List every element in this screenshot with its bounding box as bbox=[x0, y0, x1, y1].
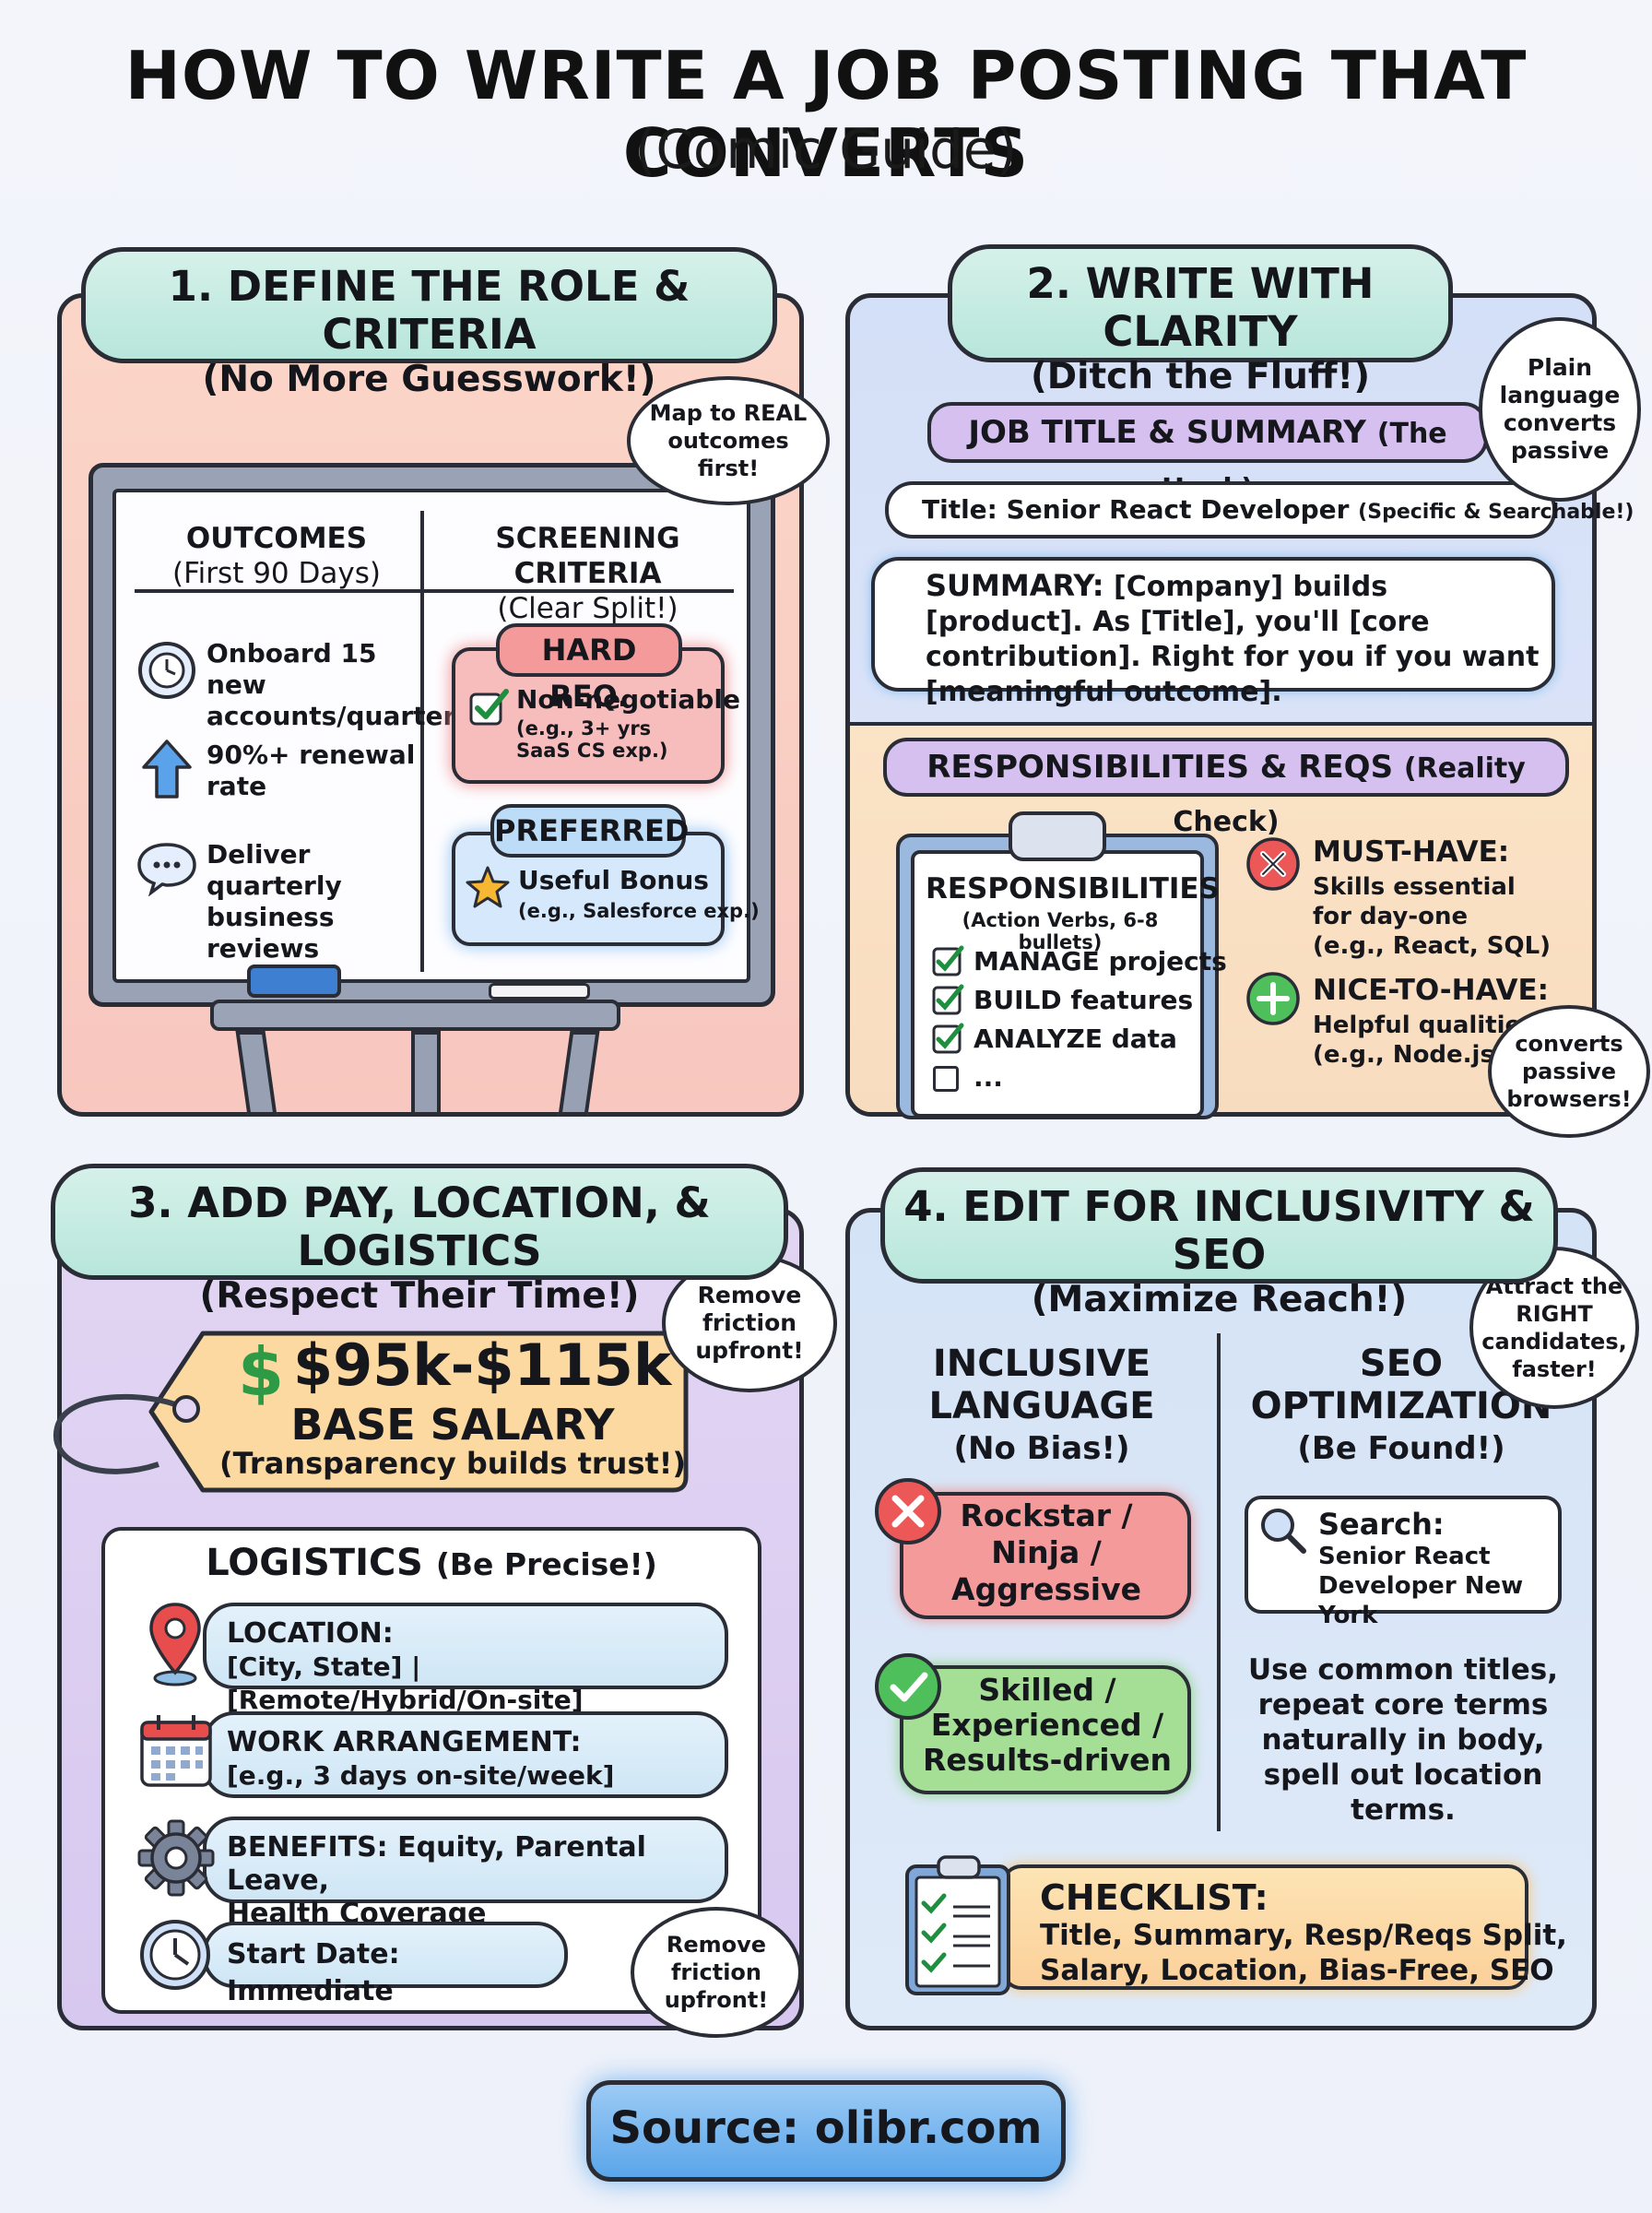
clipboard-icon bbox=[902, 1853, 1016, 2001]
resp-reqs-label: RESPONSIBILITIES & REQS (Reality Check) bbox=[883, 738, 1569, 838]
check-icon bbox=[931, 1022, 964, 1059]
search-icon bbox=[1257, 1505, 1309, 1560]
outcome-item: 90%+ renewal rate bbox=[206, 740, 416, 801]
resp-item: ANALYZE data bbox=[974, 1024, 1177, 1054]
logistics-heading: LOGISTICS (Be Precise!) bbox=[206, 1542, 657, 1584]
resp-item: MANAGE projects bbox=[974, 946, 1227, 976]
work-arrangement-row: WORK ARRANGEMENT: [e.g., 3 days on-site/… bbox=[203, 1711, 728, 1798]
location-pin-icon bbox=[142, 1599, 208, 1691]
bad-words-bubble bbox=[900, 1492, 1191, 1619]
eraser bbox=[247, 964, 341, 998]
source-pill bbox=[586, 2080, 1066, 2182]
search-label: Search: bbox=[1318, 1507, 1445, 1542]
empty-checkbox bbox=[933, 1066, 959, 1092]
checklist-title: CHECKLIST: bbox=[1040, 1877, 1268, 1918]
speech-bubble: Remove friction upfront! bbox=[631, 1907, 802, 2038]
plus-icon bbox=[1245, 970, 1302, 1031]
search-box bbox=[1245, 1496, 1562, 1614]
checklist-text: Title, Summary, Resp/Reqs Split, Salary,… bbox=[1040, 1919, 1567, 1987]
seo-tip: Use common titles, repeat core terms nat… bbox=[1247, 1653, 1559, 1827]
arrow-up-icon bbox=[140, 738, 194, 804]
panel3-heading: 3. ADD PAY, LOCATION, & LOGISTICS (Respe… bbox=[51, 1164, 788, 1317]
x-icon bbox=[872, 1475, 944, 1551]
x-icon bbox=[1245, 835, 1302, 896]
star-icon bbox=[465, 865, 511, 913]
preferred-tag: PREFERRED bbox=[490, 804, 689, 858]
summary-callout bbox=[871, 557, 1555, 692]
must-have-title: MUST-HAVE: bbox=[1313, 835, 1510, 869]
nice-to-have-title: NICE-TO-HAVE: bbox=[1313, 974, 1550, 1007]
speech-bubble: Map to REAL outcomes first! bbox=[627, 376, 830, 505]
title-line-callout bbox=[885, 481, 1556, 538]
job-title-summary-label: JOB TITLE & SUMMARY (The Hook) bbox=[927, 402, 1488, 505]
good-words-bubble bbox=[900, 1665, 1191, 1794]
tag-string bbox=[48, 1372, 205, 1505]
salary-note: (Transparency builds trust!) bbox=[218, 1446, 686, 1481]
check-icon bbox=[468, 686, 511, 732]
hard-req-example: (e.g., 3+ yrs SaaS CS exp.) bbox=[516, 717, 668, 762]
salary-range: $95k-$115k bbox=[293, 1331, 672, 1399]
preferred-example: (e.g., Salesforce exp.) bbox=[518, 900, 760, 922]
panel1-heading: 1. DEFINE THE ROLE & CRITERIA (No More G… bbox=[81, 247, 777, 400]
preferred-text: Useful Bonus bbox=[518, 865, 709, 895]
page-title: HOW TO WRITE A JOB POSTING THAT CONVERTS bbox=[124, 37, 1528, 192]
calendar-icon bbox=[138, 1711, 214, 1793]
good-words: Skilled / Experienced / Results-driven bbox=[923, 1672, 1172, 1778]
checklist-box bbox=[1001, 1864, 1528, 1990]
clipboard-paper bbox=[911, 850, 1204, 1118]
outcome-item: Deliver quarterly business reviews bbox=[206, 839, 342, 964]
outcomes-heading: OUTCOMES (First 90 Days) bbox=[172, 522, 381, 590]
resp-heading: RESPONSIBILITIES bbox=[926, 872, 1220, 905]
dollar-icon: $ bbox=[238, 1333, 285, 1411]
marker bbox=[489, 983, 590, 1000]
page-subtitle: (Comic Guide) bbox=[634, 118, 1018, 181]
clock-icon bbox=[136, 1916, 214, 1997]
resp-subheading: (Action Verbs, 6-8 bullets) bbox=[962, 909, 1159, 953]
resp-item: BUILD features bbox=[974, 985, 1194, 1015]
check-icon bbox=[872, 1651, 944, 1726]
speech-bubble: Plain language converts passive bbox=[1479, 317, 1641, 502]
bad-words: Rockstar / Ninja / Aggressive bbox=[951, 1497, 1141, 1607]
nice-to-have-text: Helpful qualities (e.g., Node.js) bbox=[1313, 1012, 1536, 1069]
panel4-heading: 4. EDIT FOR INCLUSIVITY & SEO (Maximize … bbox=[880, 1167, 1558, 1320]
inclusive-heading: INCLUSIVE LANGUAGE (No Bias!) bbox=[928, 1343, 1155, 1467]
location-row: LOCATION: [City, State] | [Remote/Hybrid… bbox=[203, 1603, 728, 1715]
panel2-heading: 2. WRITE WITH CLARITY (Ditch the Fluff!) bbox=[948, 244, 1453, 397]
easel-leg bbox=[411, 1031, 441, 1116]
resp-item: ... bbox=[974, 1062, 1003, 1093]
hard-req-tag: HARD REQ. bbox=[496, 623, 682, 714]
summary-text: SUMMARY: [Company] builds [product]. As … bbox=[926, 568, 1540, 708]
source-text: Source: olibr.com bbox=[609, 2102, 1043, 2154]
speech-bubble: converts passive browsers! bbox=[1488, 1005, 1650, 1138]
outcome-item: Onboard 15 new accounts/quarter bbox=[206, 638, 456, 731]
benefits-row: BENEFITS: Equity, Parental Leave, Health… bbox=[203, 1817, 728, 1930]
divider bbox=[1217, 1333, 1221, 1831]
hard-req-text: Non-negotiable bbox=[516, 684, 740, 715]
check-icon bbox=[931, 944, 964, 981]
must-have-text: Skills essential for day-one (e.g., Reac… bbox=[1313, 873, 1552, 960]
salary-label: BASE SALARY bbox=[290, 1400, 615, 1450]
easel-tray bbox=[210, 1000, 620, 1031]
screening-heading: SCREENING CRITERIA (Clear Split!) bbox=[495, 522, 680, 625]
chat-icon bbox=[135, 839, 199, 900]
clipboard-clip bbox=[1009, 811, 1106, 861]
search-query: Senior React Developer New York bbox=[1318, 1543, 1524, 1629]
start-date-row: Start Date: Immediate bbox=[203, 1922, 568, 2007]
clock-icon bbox=[138, 642, 195, 699]
gear-icon bbox=[136, 1818, 216, 1901]
title-line: Title: Senior React Developer (Specific … bbox=[922, 494, 1634, 525]
check-icon bbox=[931, 983, 964, 1020]
